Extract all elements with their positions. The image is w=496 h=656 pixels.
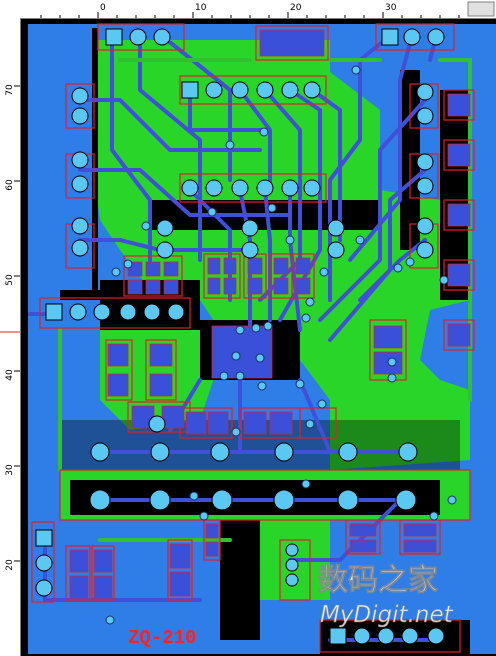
y-tick-label: 20	[5, 559, 15, 571]
through-hole-pads[interactable]	[35, 28, 445, 645]
y-tick-label: 70	[5, 84, 15, 96]
x-tick-label: 20	[290, 3, 302, 13]
watermark-cn-text: 数码之家	[318, 563, 438, 598]
board-silkscreen-label: ZQ-210	[128, 627, 196, 649]
smd-pads[interactable]	[69, 29, 471, 599]
x-tick-label: 30	[385, 3, 397, 13]
y-tick-label: 40	[5, 369, 15, 381]
y-tick-label: 50	[5, 274, 15, 286]
x-tick-label: 10	[195, 3, 207, 13]
y-tick-label: 30	[5, 464, 15, 476]
vias[interactable]	[105, 65, 457, 625]
x-tick-label: 0	[100, 3, 106, 13]
bottom-copper-traces	[58, 58, 472, 542]
vertical-ruler[interactable]: 70 60 50 40 30 20	[0, 18, 21, 656]
y-tick-label: 60	[5, 179, 15, 191]
pcb-board[interactable]: ZQ-210 数码之家 MyDigit.net	[21, 19, 496, 656]
horizontal-ruler[interactable]: 0 10 20 30	[0, 0, 496, 19]
ruler-corner	[467, 1, 495, 17]
watermark: 数码之家 MyDigit.net	[318, 563, 454, 629]
component-outlines	[31, 23, 475, 653]
watermark-en-text: MyDigit.net	[320, 602, 454, 628]
